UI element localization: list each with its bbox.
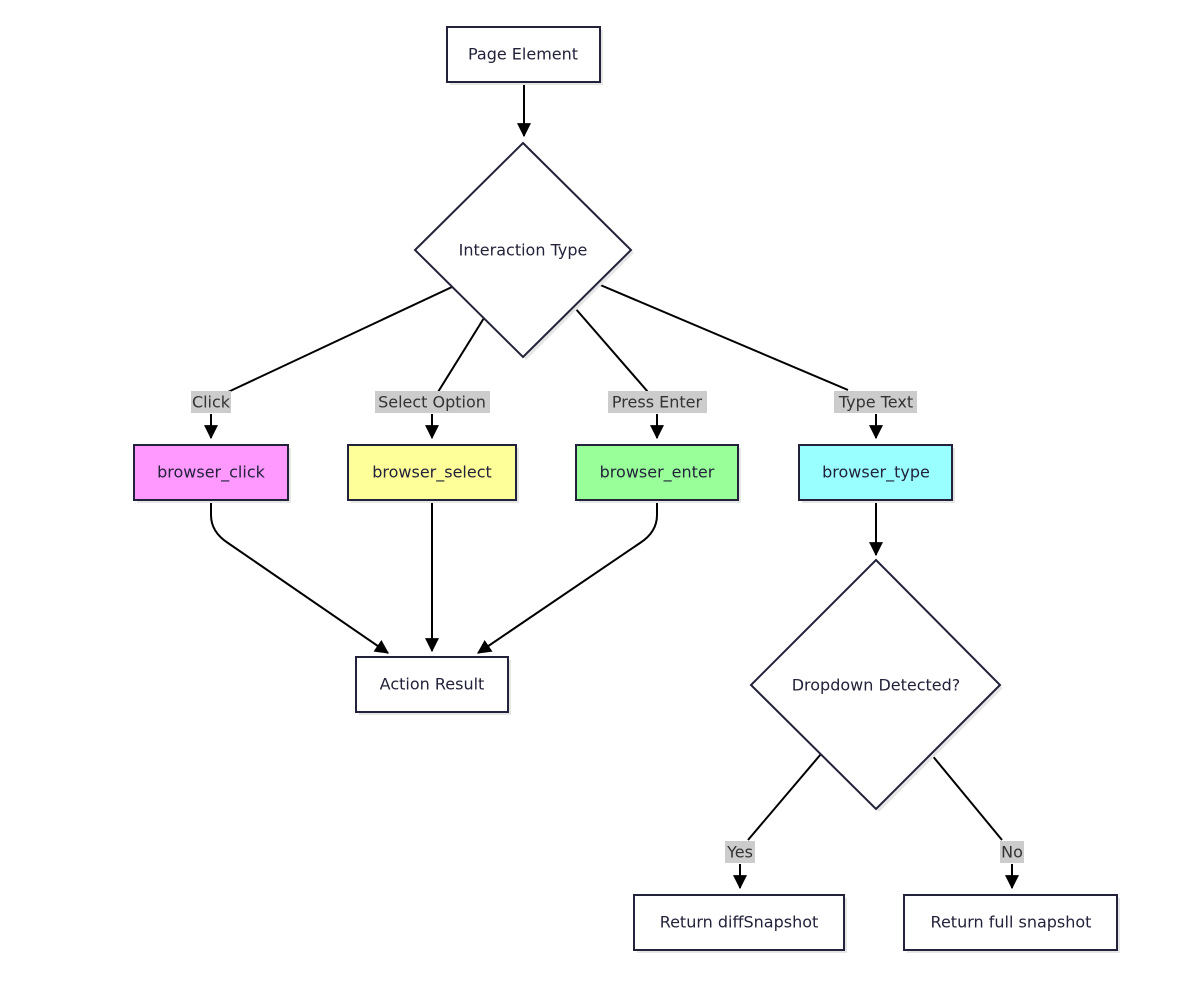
edge-labels: Click Select Option Press Enter Type Tex… (191, 391, 1024, 863)
node-return-full-snapshot-label: Return full snapshot (931, 913, 1092, 932)
node-page-element-label: Page Element (468, 45, 578, 64)
node-interaction-type: Interaction Type (413, 141, 634, 360)
edge-browser-click-to-action-result (210, 500, 389, 654)
node-browser-enter-label: browser_enter (600, 463, 715, 483)
node-browser-type-label: browser_type (822, 463, 930, 483)
node-browser-click-label: browser_click (157, 463, 266, 483)
node-dropdown-detected: Dropdown Detected? (749, 558, 1003, 812)
node-return-diff-snapshot: Return diffSnapshot (633, 894, 847, 953)
edge-interaction-to-click (227, 286, 453, 393)
node-browser-click: browser_click (133, 444, 291, 503)
node-browser-select-label: browser_select (372, 463, 492, 483)
node-dropdown-detected-label: Dropdown Detected? (792, 676, 961, 695)
edge-dropdown-to-yes (747, 753, 822, 841)
node-action-result-label: Action Result (380, 675, 485, 694)
edge-label-type-text-text: Type Text (838, 393, 913, 412)
edge-interaction-to-enter (574, 307, 649, 393)
edge-browser-enter-to-action-result (477, 500, 658, 654)
node-page-element: Page Element (446, 26, 603, 85)
edges (204, 82, 1019, 890)
edge-dropdown-to-no (930, 753, 1003, 841)
edge-interaction-to-type (597, 283, 849, 391)
node-browser-enter: browser_enter (575, 444, 741, 503)
node-return-full-snapshot: Return full snapshot (903, 894, 1120, 953)
edge-label-yes: Yes (725, 841, 755, 863)
edge-label-type-text: Type Text (834, 391, 917, 413)
edge-label-press-enter: Press Enter (608, 391, 707, 413)
node-browser-type: browser_type (798, 444, 955, 503)
edge-label-yes-text: Yes (726, 843, 753, 862)
edge-label-select-option: Select Option (375, 391, 490, 413)
edge-label-click: Click (191, 391, 231, 413)
edge-label-click-text: Click (192, 393, 231, 412)
edge-interaction-to-select (437, 317, 485, 393)
edge-label-no: No (1000, 841, 1024, 863)
node-browser-select: browser_select (347, 444, 519, 503)
node-interaction-type-label: Interaction Type (459, 241, 588, 260)
edge-label-select-option-text: Select Option (378, 393, 486, 412)
edge-label-press-enter-text: Press Enter (612, 393, 703, 412)
edge-label-no-text: No (1001, 843, 1023, 862)
node-action-result: Action Result (355, 656, 511, 715)
nodes: Page Element Interaction Type browser_cl… (133, 26, 1120, 953)
node-return-diff-snapshot-label: Return diffSnapshot (660, 913, 819, 932)
